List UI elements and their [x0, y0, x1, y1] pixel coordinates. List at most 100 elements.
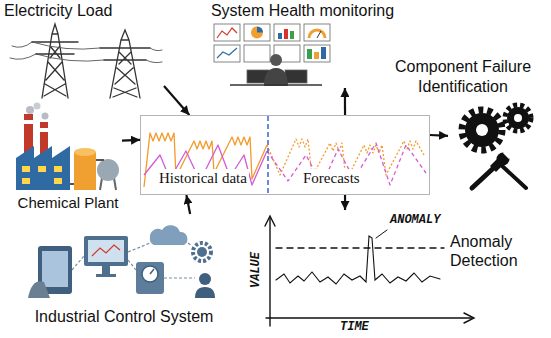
- chemical-plant-part: [42, 113, 49, 120]
- anomaly-plot-axes-part: [265, 216, 275, 226]
- chemical-plant-part: [22, 166, 30, 172]
- anomaly-plot: ANOMALY VALUE TIME Anomaly Detection: [240, 210, 548, 337]
- illustration-group: Electricity Load: [4, 0, 164, 100]
- control-system-icons-part: [92, 245, 120, 256]
- caption: Anomaly Detection: [450, 232, 544, 270]
- dashboard-monitoring-part: [317, 31, 321, 38]
- dashboard-monitoring-part: [309, 30, 325, 38]
- gears-tools-part: [507, 107, 529, 129]
- gears-tools-part: [490, 154, 508, 172]
- chemical-plant-part: [26, 106, 34, 114]
- anomaly-plot-axes-part: [266, 317, 472, 318]
- chemical-plant-part: [38, 166, 46, 172]
- control-system-icons-part: [72, 240, 195, 278]
- caption: Industrial Control System: [35, 307, 214, 326]
- power-pylons-part: [10, 42, 162, 63]
- control-system-icons-part: [150, 225, 188, 245]
- control-system-icons-part: [28, 281, 50, 298]
- control-system-icons-part: [197, 247, 207, 257]
- power-pylons-part: [100, 30, 150, 98]
- anomaly-plot-axes-part: [464, 313, 474, 323]
- dashboard-monitoring-part: [230, 84, 322, 86]
- illustration-group: Chemical Plant: [14, 105, 122, 213]
- control-system-icons-part: [195, 287, 215, 298]
- control-system-icons-part: [102, 266, 110, 274]
- dashboard-monitoring-part: [214, 45, 240, 62]
- chemical-plant-part: [22, 178, 30, 184]
- dashboard-monitoring-part: [285, 70, 307, 83]
- control-system-icons-part: [142, 266, 158, 282]
- dashboard-monitoring-part: [257, 27, 263, 33]
- control-system-icons-part: [42, 251, 68, 287]
- arrow-connector: [122, 139, 140, 142]
- gears-tools-part: [465, 113, 499, 147]
- chemical-plant-part: [16, 146, 70, 190]
- gears-tools: [462, 105, 531, 188]
- chart-label: Historical data: [157, 169, 249, 187]
- arrow-connector: [344, 88, 346, 115]
- axis-label: TIME: [340, 320, 369, 334]
- chemical-plant: [16, 103, 119, 191]
- chemical-plant-part: [54, 166, 62, 172]
- caption: Electricity Load: [4, 1, 113, 20]
- power-pylons: [10, 24, 162, 98]
- arrow-connector: [344, 195, 346, 210]
- dashboard-monitoring-part: [307, 49, 312, 59]
- dashboard-monitoring-part: [214, 24, 240, 41]
- dashboard-monitoring-part: [304, 24, 330, 41]
- dashboard-monitoring-part: [321, 47, 326, 59]
- dashboard-monitoring-part: [217, 48, 237, 58]
- dashboard-monitoring-part: [278, 33, 282, 39]
- control-system-icons-part: [193, 243, 211, 261]
- forecast-curves: [144, 116, 426, 194]
- illustration-group: Component Failure Identification: [448, 105, 548, 193]
- anomaly-plot-axes-part: [276, 236, 440, 284]
- gears-tools-part: [514, 114, 522, 122]
- anomaly-plot-axes: [265, 216, 474, 326]
- gears-tools-part: [462, 110, 502, 150]
- chemical-plant-part: [40, 128, 48, 132]
- gears-tools-part: [500, 164, 526, 188]
- caption: Chemical Plant: [18, 194, 119, 212]
- dashboard-monitoring-part: [290, 31, 294, 39]
- forecast-curves-part: [144, 133, 267, 187]
- dashboard-monitoring-part: [251, 27, 263, 39]
- anomaly-plot-axes-part: [376, 230, 387, 238]
- dashboard-monitoring-part: [304, 45, 330, 62]
- control-system-icons-part: [199, 273, 211, 285]
- illustration-group: System Health monitoring: [200, 0, 405, 88]
- control-system-icons-part: [84, 236, 128, 266]
- control-system-icons-part: [96, 274, 116, 277]
- annotation: ANOMALY: [390, 213, 440, 227]
- arrow-connector: [164, 86, 189, 115]
- chemical-plant-part: [24, 120, 33, 124]
- forecast-chart: Historical data Forecasts: [140, 115, 430, 195]
- control-system-icons-part: [150, 269, 154, 274]
- forecast-curves-part: [267, 116, 269, 194]
- chemical-plant-part: [34, 103, 41, 110]
- chemical-plant-part: [74, 148, 96, 156]
- caption: Component Failure Identification: [378, 57, 548, 97]
- dashboard-monitoring-part: [244, 45, 270, 62]
- dashboard-monitoring-part: [264, 68, 288, 86]
- control-system-icons-part: [88, 240, 124, 262]
- dashboard-monitoring: [214, 24, 330, 86]
- caption: System Health monitoring: [211, 1, 394, 20]
- chemical-plant-part: [97, 159, 119, 181]
- chart-label: Forecasts: [301, 169, 362, 187]
- anomaly-plot-axes-part: [269, 218, 270, 326]
- chemical-plant-part: [70, 160, 104, 184]
- gears-tools-part: [476, 124, 488, 136]
- control-system-icons-part: [136, 262, 164, 294]
- dashboard-monitoring-part: [284, 29, 288, 39]
- control-system-icons: [28, 225, 215, 298]
- axis-label: VALUE: [249, 252, 263, 288]
- chemical-plant-part: [54, 178, 62, 184]
- dashboard-monitoring-part: [270, 54, 282, 66]
- chemical-plant-part: [74, 152, 96, 190]
- dashboard-monitoring-part: [217, 28, 237, 38]
